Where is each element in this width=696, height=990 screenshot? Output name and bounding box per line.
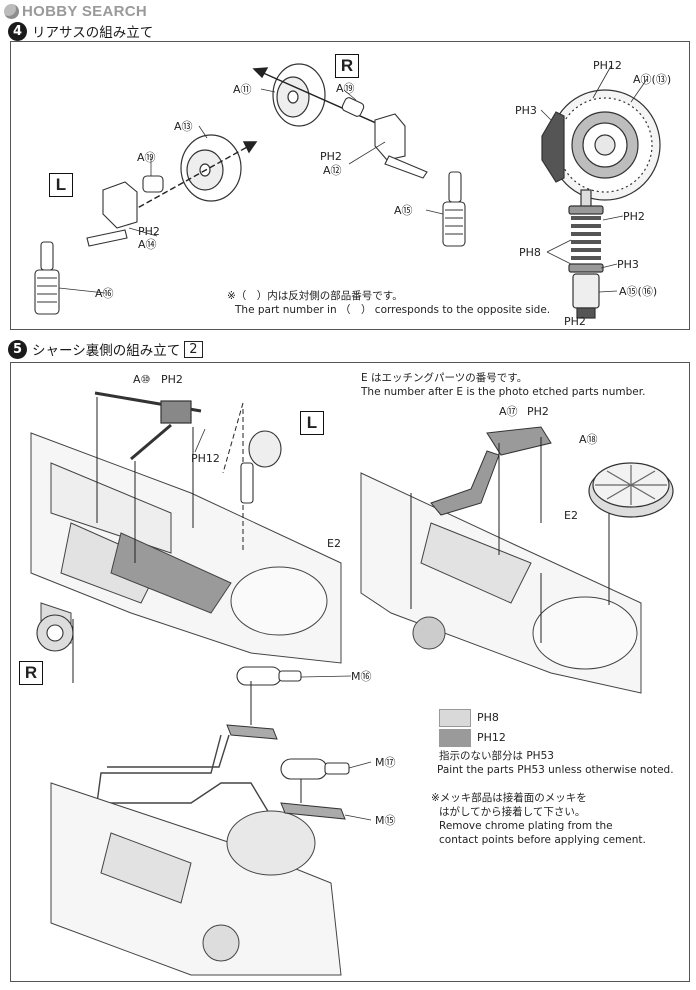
chrome-note-line2: はがしてから接着して下さい。 bbox=[439, 806, 586, 818]
axle-a10 bbox=[94, 391, 202, 461]
label-ph2-right: PH2 bbox=[320, 150, 342, 163]
step4-number: 4 bbox=[8, 21, 27, 41]
side-marker-right-5: R bbox=[19, 661, 43, 685]
paint-note-jp: 指示のない部分は PH53 bbox=[439, 750, 554, 762]
opposite-side-note-jp: ※（ ）内は反対側の部品番号です。 bbox=[227, 290, 403, 302]
step4-heading: 4 リアサスの組み立て bbox=[8, 20, 153, 42]
label-a19-left: A⑲ bbox=[137, 151, 156, 164]
step5-illustration bbox=[30, 391, 674, 976]
arrows-bottom bbox=[72, 619, 302, 803]
watermark-icon bbox=[4, 3, 19, 19]
arm-a17 bbox=[430, 426, 552, 516]
legend-swatch-ph12 bbox=[439, 729, 471, 747]
chrome-note-line1: ※メッキ部品は接着面のメッキを bbox=[431, 792, 587, 804]
step5-substep: 2 bbox=[184, 340, 203, 358]
brake-disc-detail bbox=[541, 89, 661, 201]
paint-note-en: Paint the parts PH53 unless otherwise no… bbox=[437, 764, 674, 776]
step4-title: リアサスの組み立て bbox=[32, 25, 154, 41]
label-ph2-a17: PH2 bbox=[527, 405, 549, 418]
strut-left-a bbox=[240, 430, 282, 504]
opposite-side-note-en: The part number in （ ） corresponds to th… bbox=[235, 304, 551, 316]
bolt-a19-left bbox=[142, 175, 164, 193]
label-m75: M⑮ bbox=[375, 814, 396, 827]
label-e2-right: E2 bbox=[564, 509, 578, 522]
brake-disc-left-chassis bbox=[36, 614, 74, 652]
etch-note-en: The number after E is the photo etched p… bbox=[361, 386, 646, 398]
label-ph12-left: PH12 bbox=[191, 452, 220, 465]
label-a13: A⑬ bbox=[174, 120, 193, 133]
muffler-m77 bbox=[280, 758, 350, 780]
hanger-top bbox=[226, 724, 278, 740]
label-a11: A⑪ bbox=[233, 83, 252, 96]
muffler-m76 bbox=[236, 666, 302, 686]
leader-lines-5 bbox=[194, 428, 372, 821]
label-a17: A⑰ bbox=[499, 405, 518, 418]
step5-heading: 5 シャーシ裏側の組み立て 2 bbox=[8, 338, 203, 360]
label-e2-left: E2 bbox=[327, 537, 341, 550]
chassis-right bbox=[360, 472, 642, 694]
step5-panel: L R A⑩ PH2 PH12 E はエッチングパーツの番号です。 The nu… bbox=[10, 362, 690, 982]
label-a19-right: A⑲ bbox=[336, 82, 355, 95]
knuckle-a14 bbox=[86, 181, 138, 247]
side-marker-left-5: L bbox=[300, 411, 324, 435]
rear-hub-right bbox=[272, 63, 326, 127]
etch-note-jp: E はエッチングパーツの番号です。 bbox=[361, 372, 528, 384]
label-a16: A⑯ bbox=[95, 287, 114, 300]
label-ph2-shock-bottom: PH2 bbox=[564, 315, 586, 328]
rear-hub-left bbox=[180, 134, 242, 202]
step4-panel: R L A⑪ A⑲ PH2 A⑫ A⑮ A⑬ A⑲ PH2 A⑭ A⑯ PH12… bbox=[10, 41, 690, 330]
label-a12: A⑫ bbox=[323, 164, 342, 177]
chrome-note-line3: Remove chrome plating from the bbox=[439, 820, 613, 832]
shock-a15 bbox=[442, 171, 466, 247]
label-ph3-shock: PH3 bbox=[617, 258, 639, 271]
legend-label-ph8: PH8 bbox=[477, 711, 499, 724]
step5-title: シャーシ裏側の組み立て bbox=[32, 343, 181, 359]
label-ph2-a10: PH2 bbox=[161, 373, 183, 386]
label-m77: M⑰ bbox=[375, 756, 396, 769]
arrows-right bbox=[410, 437, 610, 643]
step4-illustration bbox=[34, 63, 661, 319]
side-marker-right: R bbox=[335, 54, 359, 78]
label-a15-16: A⑮(⑯) bbox=[619, 285, 658, 298]
watermark-logo: HOBBY SEARCH bbox=[4, 1, 147, 21]
shock-a16 bbox=[34, 241, 60, 315]
label-a11-13: A⑪(⑬) bbox=[633, 73, 672, 86]
label-a18: A⑱ bbox=[579, 433, 598, 446]
label-ph2-shock: PH2 bbox=[623, 210, 645, 223]
label-a10: A⑩ bbox=[133, 373, 151, 386]
coilover-detail bbox=[568, 189, 604, 319]
label-ph2-left: PH2 bbox=[138, 225, 160, 238]
leader-lines-4 bbox=[58, 65, 648, 319]
label-ph8-shock: PH8 bbox=[519, 246, 541, 259]
knuckle-a12 bbox=[374, 113, 428, 179]
watermark-text: HOBBY SEARCH bbox=[22, 2, 148, 20]
assembly-arrow-l bbox=[122, 141, 258, 217]
legend-swatch-ph8 bbox=[439, 709, 471, 727]
legend-label-ph12: PH12 bbox=[477, 731, 506, 744]
side-marker-left: L bbox=[49, 173, 73, 197]
chassis-bottom bbox=[50, 782, 342, 976]
label-a14: A⑭ bbox=[138, 238, 157, 251]
label-m76: M⑯ bbox=[351, 670, 372, 683]
chrome-note-line4: contact points before applying cement. bbox=[439, 834, 646, 846]
label-ph3-disc: PH3 bbox=[515, 104, 537, 117]
step5-number: 5 bbox=[8, 339, 27, 359]
label-a15: A⑮ bbox=[394, 204, 413, 217]
chassis-left bbox=[30, 432, 342, 664]
label-ph12-disc: PH12 bbox=[593, 59, 622, 72]
wheel-a18 bbox=[588, 462, 674, 518]
hanger-m75 bbox=[280, 802, 346, 820]
bolt-a19-right bbox=[341, 97, 365, 117]
